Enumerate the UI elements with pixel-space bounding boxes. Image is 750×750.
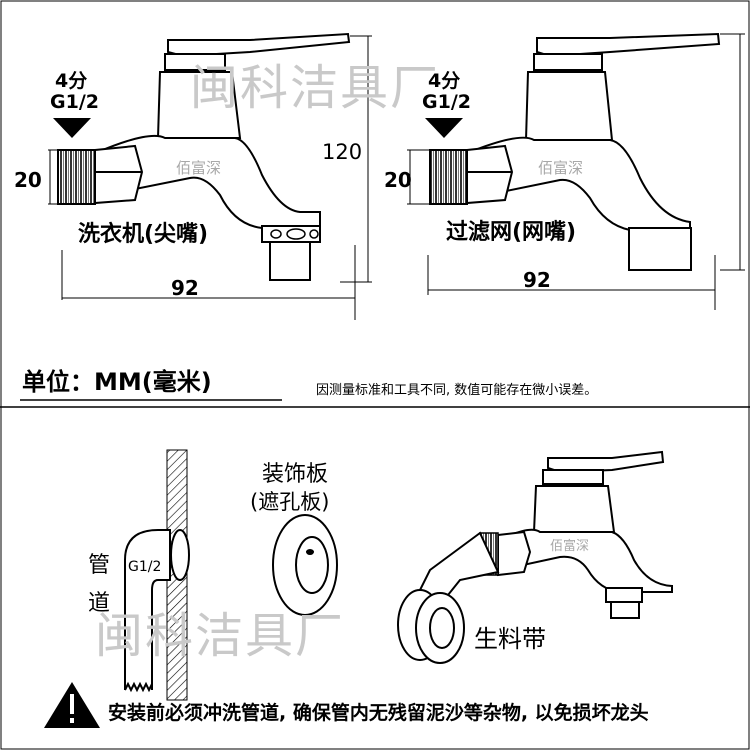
installation-warning: 安装前必须冲洗管道, 确保管内无残留泥沙等杂物, 以免损坏龙头 [108, 702, 649, 724]
left-caption: 洗衣机(尖嘴) [78, 222, 209, 247]
pipe-label-top: 管 [88, 553, 111, 578]
left-width-dimension: 92 [171, 276, 199, 300]
left-dimension-lines [48, 35, 372, 320]
bottom-faucet-drawing [497, 450, 673, 619]
warning-icon [44, 682, 100, 728]
watermark-top: 闽科洁具厂 [190, 60, 441, 116]
right-width-dimension: 92 [523, 268, 551, 292]
right-thread-hatch [429, 149, 468, 205]
plate-sub-label: (遮孔板) [250, 490, 330, 514]
right-caption: 过滤网(网嘴) [446, 220, 577, 245]
left-outlet-ring [270, 228, 319, 240]
plate-label: 装饰板 [262, 462, 329, 487]
right-dimension-lines [407, 33, 745, 310]
left-thread-hatch [57, 149, 96, 205]
pipe-label-bottom: 道 [88, 591, 111, 616]
elbow-pipe [124, 529, 190, 693]
right-brand-mark: 佰富深 [538, 159, 584, 177]
total-height-dimension: 120 [322, 140, 363, 164]
left-faucet-drawing [94, 32, 351, 281]
decorative-plate [272, 514, 338, 616]
right-thread-spec-label: G1/2 [422, 91, 471, 113]
right-thread-size-label: 4分 [428, 70, 461, 92]
watermark-bottom: 闽科洁具厂 [95, 608, 346, 664]
ptfe-tape-roll [397, 531, 500, 664]
tape-label: 生料带 [474, 625, 546, 653]
measurement-note: 因测量标准和工具不同, 数值可能存在微小误差。 [316, 383, 598, 398]
right-height-dimension: 20 [384, 168, 412, 192]
right-faucet-drawing [466, 32, 721, 271]
pipe-thread-label: G1/2 [128, 559, 162, 575]
left-thread-indicator-arrow [53, 118, 91, 138]
left-height-dimension: 20 [14, 168, 42, 192]
units-label: 单位：MM(毫米) [22, 368, 212, 396]
left-brand-mark: 佰富深 [176, 159, 222, 177]
right-thread-indicator-arrow [425, 118, 463, 138]
left-thread-spec-label: G1/2 [50, 91, 99, 113]
left-thread-size-label: 4分 [55, 70, 88, 92]
bottom-brand-mark: 佰富深 [550, 539, 590, 554]
